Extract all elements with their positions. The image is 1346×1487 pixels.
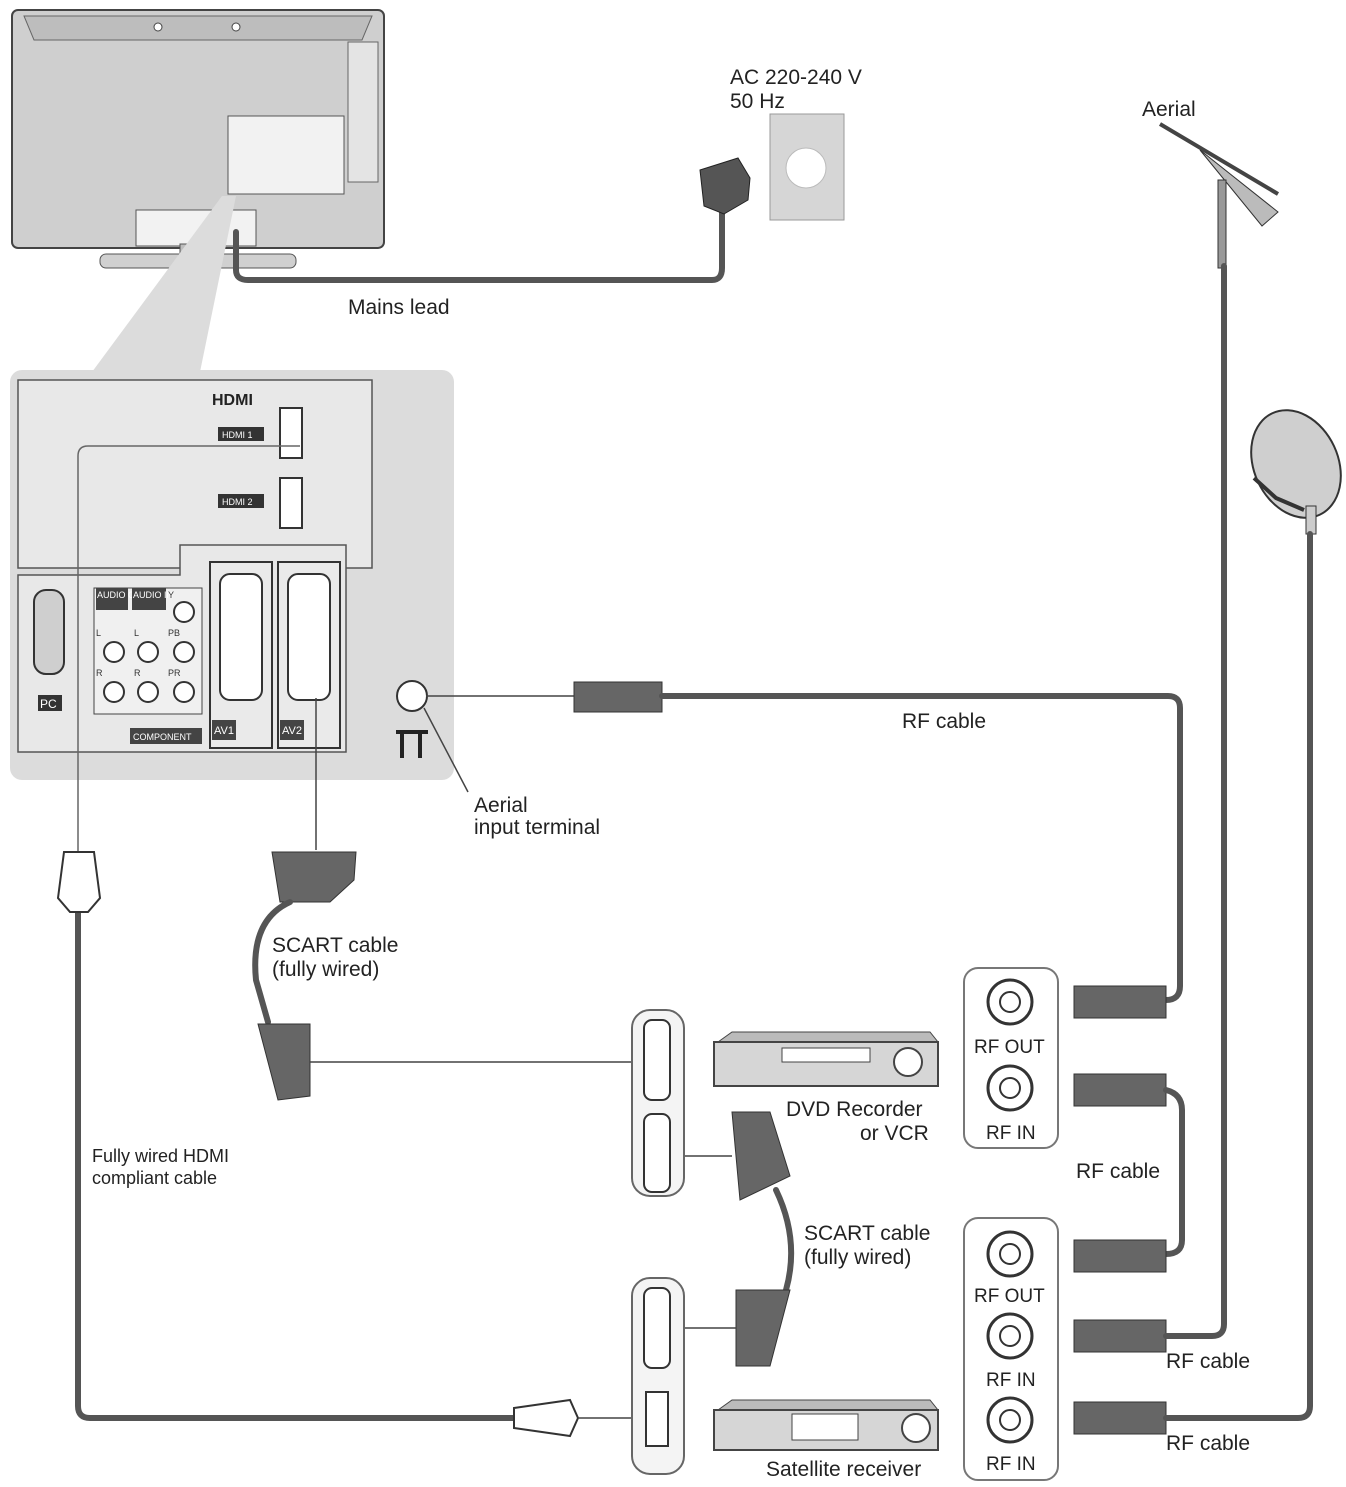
rf-cable-aerial-label: RF cable	[1166, 1350, 1250, 1373]
mains-plug-icon	[699, 157, 751, 215]
scart-cable-top-label-1: SCART cable	[272, 934, 398, 957]
scart-plug-dvd-side	[257, 1023, 311, 1101]
scart-cable-mid-label-2: (fully wired)	[804, 1246, 911, 1269]
dvd-rf-out-label: RF OUT	[974, 1037, 1045, 1058]
mains-voltage-label: AC 220-240 V	[730, 66, 862, 89]
sat-rf-ports: RF OUT RF IN RF IN	[963, 1217, 1059, 1481]
rf-cable-top	[659, 693, 1183, 1003]
aerial-icon	[1158, 122, 1280, 269]
rf-plug-dvd-in	[1073, 1073, 1167, 1107]
sat-rf-in-label-1: RF IN	[986, 1370, 1036, 1391]
sat-scart-port[interactable]	[643, 1287, 671, 1369]
aerial-input-label-2: input terminal	[474, 816, 600, 839]
scart-plug-mid-bottom	[735, 1289, 791, 1367]
component-label: COMPONENT	[133, 732, 192, 742]
mains-frequency-label: 50 Hz	[730, 90, 785, 113]
rf-plug-sat-in-aerial	[1073, 1319, 1167, 1353]
scart-plug-mid-top	[731, 1111, 791, 1201]
audio-out-r-jack[interactable]	[103, 681, 125, 703]
comp-pr-label: PR	[168, 668, 181, 678]
audio-out-l-label: L	[96, 628, 101, 638]
rf-plug-sat-in-dish	[1073, 1401, 1167, 1435]
hdmi2-label: HDMI 2	[222, 497, 253, 507]
sat-rf-in-label-2: RF IN	[986, 1454, 1036, 1475]
scart-cable-top	[252, 899, 293, 1025]
dvd-recorder	[631, 1009, 940, 1197]
audio-in-r-jack[interactable]	[137, 681, 159, 703]
rf-cable-dish	[1163, 531, 1313, 1421]
component-pr-jack[interactable]	[173, 681, 195, 703]
scart-plug-icon	[271, 851, 357, 903]
comp-y-label: Y	[168, 590, 174, 600]
pc-port[interactable]	[33, 589, 65, 675]
satellite-receiver	[631, 1277, 940, 1475]
satellite-receiver-label: Satellite receiver	[766, 1458, 921, 1481]
av2-scart-port[interactable]	[287, 573, 331, 701]
aerial-input-terminal[interactable]	[396, 680, 428, 712]
av2-label: AV2	[282, 725, 302, 737]
dvd-rf-in-label: RF IN	[986, 1123, 1036, 1144]
hdmi-cable-label-2: compliant cable	[92, 1168, 217, 1188]
mains-connection: AC 220-240 V 50 Hz Mains lead	[233, 66, 862, 319]
audio-out-l-jack[interactable]	[103, 641, 125, 663]
audio-in-l-jack[interactable]	[137, 641, 159, 663]
dvd-label-1: DVD Recorder	[786, 1098, 923, 1121]
dvd-rf-ports: RF OUT RF IN	[963, 967, 1059, 1149]
dvd-scart-port-2[interactable]	[643, 1113, 671, 1193]
rf-cable-aerial	[1163, 263, 1227, 1339]
av1-scart-port[interactable]	[219, 573, 263, 701]
satellite-dish-icon	[1250, 409, 1342, 535]
rf-cable-dish-label: RF cable	[1166, 1432, 1250, 1455]
rf-plug-dvd-out	[1073, 985, 1167, 1019]
component-y-jack[interactable]	[173, 601, 195, 623]
pc-label: PC	[40, 697, 57, 711]
hdmi-logo: HDMI	[212, 392, 253, 409]
connection-panel: HDMI HDMI 1 HDMI 2 PC AUDIO OUT AUDIO IN…	[10, 370, 454, 780]
sat-rf-out-label: RF OUT	[974, 1286, 1045, 1307]
av1-label: AV1	[214, 725, 234, 737]
hdmi-cable-label-1: Fully wired HDMI	[92, 1146, 229, 1166]
hdmi2-port[interactable]	[279, 477, 303, 529]
scart-cable-mid-label-1: SCART cable	[804, 1222, 930, 1245]
audio-in-l-label: L	[134, 628, 139, 638]
aerial-input-label-1: Aerial	[474, 794, 528, 817]
audio-out-label: AUDIO OUT	[97, 590, 148, 600]
sat-hdmi-port[interactable]	[645, 1391, 669, 1447]
audio-in-r-label: R	[134, 668, 141, 678]
scart-cable-top-label-2: (fully wired)	[272, 958, 379, 981]
comp-pb-label: PB	[168, 628, 180, 638]
rf-cable-mid-label: RF cable	[1076, 1160, 1160, 1183]
rf-cable-top-label: RF cable	[902, 710, 986, 733]
hdmi1-label: HDMI 1	[222, 430, 253, 440]
zoom-wedge	[92, 196, 236, 372]
hdmi1-port[interactable]	[279, 407, 303, 459]
audio-in-label: AUDIO IN	[133, 590, 173, 600]
aerial-terminal-icon	[396, 730, 428, 758]
rf-cable-mid	[1163, 1087, 1185, 1257]
component-pb-jack[interactable]	[173, 641, 195, 663]
hdmi-plug-icon	[56, 851, 102, 913]
rf-plug-icon	[573, 681, 663, 713]
dvd-label-2: or VCR	[860, 1122, 929, 1145]
rf-plug-sat-out	[1073, 1239, 1167, 1273]
hdmi-cable	[75, 909, 517, 1421]
hdmi-plug-satellite	[513, 1398, 580, 1438]
mains-lead-label: Mains lead	[348, 296, 450, 319]
dvd-scart-port-1[interactable]	[643, 1019, 671, 1101]
audio-out-r-label: R	[96, 668, 103, 678]
scart-cable-mid	[773, 1187, 795, 1293]
aerial-label: Aerial	[1142, 98, 1196, 121]
